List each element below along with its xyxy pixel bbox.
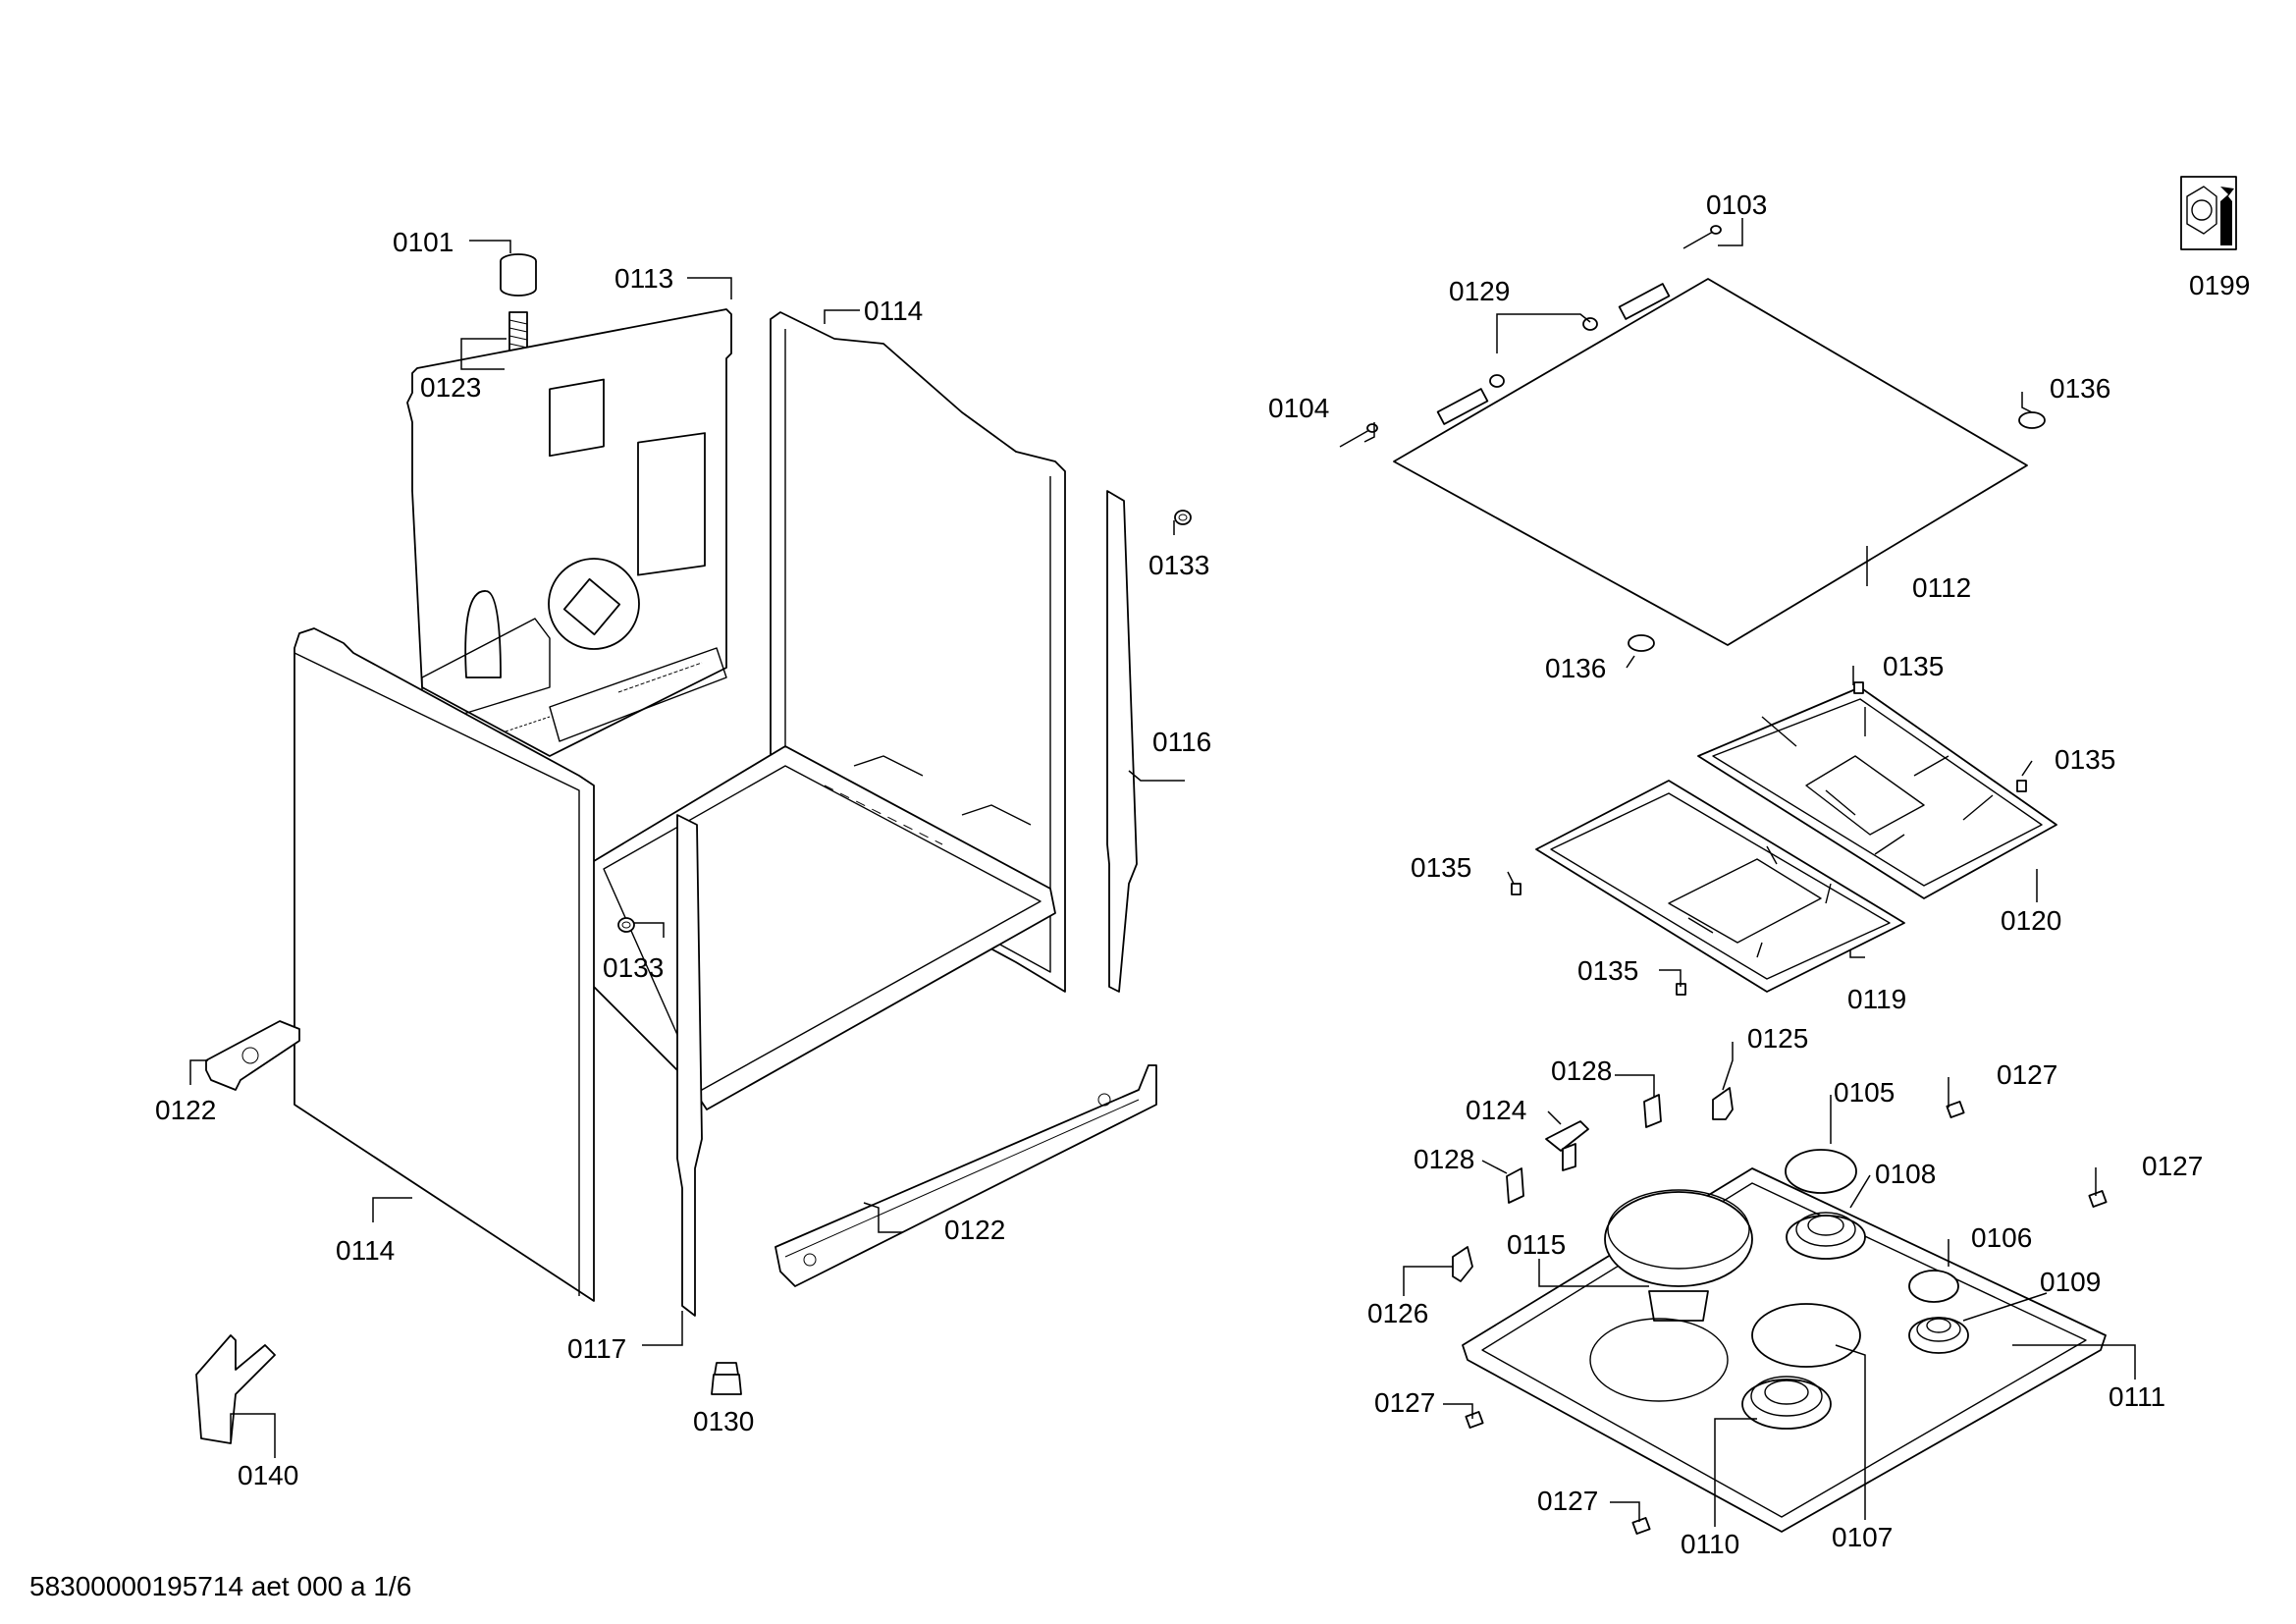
label-0112: 0112 xyxy=(1912,572,1971,603)
part-0124-holder xyxy=(1545,1120,1589,1171)
wrench-icon xyxy=(2180,176,2237,250)
label-0135d: 0135 xyxy=(1577,955,1638,986)
part-0119-pan-support-left xyxy=(1535,780,1905,993)
part-0114-left-side-panel xyxy=(294,627,595,1302)
part-0130-foot xyxy=(711,1362,742,1395)
label-0122b: 0122 xyxy=(944,1215,1005,1245)
part-0111-hob-top xyxy=(1462,1167,2107,1533)
label-0119: 0119 xyxy=(1847,984,1906,1014)
label-0135c: 0135 xyxy=(1411,852,1471,883)
label-0105: 0105 xyxy=(1834,1077,1895,1108)
footer-document-id: 58300000195714 aet 000 a 1/6 xyxy=(29,1571,411,1601)
leader-lines xyxy=(189,218,2136,1527)
part-0125-clip xyxy=(1712,1087,1734,1120)
label-0109: 0109 xyxy=(2040,1267,2101,1297)
label-0116: 0116 xyxy=(1152,727,1211,757)
part-0127-clip-c xyxy=(1465,1411,1484,1429)
label-0114b: 0114 xyxy=(336,1235,395,1266)
label-0126: 0126 xyxy=(1367,1298,1428,1328)
label-0106: 0106 xyxy=(1971,1222,2032,1253)
label-0128a: 0128 xyxy=(1551,1056,1612,1086)
label-0114a: 0114 xyxy=(864,296,923,326)
part-0136-bumper-a xyxy=(2018,411,2046,429)
label-0128b: 0128 xyxy=(1414,1144,1474,1174)
part-0127-clip-a xyxy=(1946,1101,1965,1118)
label-0123: 0123 xyxy=(420,372,481,403)
label-0122a: 0122 xyxy=(155,1095,216,1125)
part-0127-clip-b xyxy=(2088,1190,2108,1208)
label-0108: 0108 xyxy=(1875,1159,1936,1189)
label-0129: 0129 xyxy=(1449,276,1510,306)
part-0122-rail-bottom xyxy=(774,1064,1157,1287)
part-0101-cap xyxy=(500,253,537,297)
part-0120-pan-support-right xyxy=(1697,686,2057,899)
part-0116-side-strip xyxy=(1106,490,1138,993)
part-0127-clip-d xyxy=(1631,1517,1651,1535)
part-0135-foot-a xyxy=(1853,681,1864,694)
label-0133a: 0133 xyxy=(1148,550,1209,580)
part-0122-rail-left xyxy=(205,1020,300,1091)
label-0130: 0130 xyxy=(693,1406,754,1436)
part-0113-rear-panel xyxy=(406,308,732,757)
label-0135a: 0135 xyxy=(1883,651,1944,681)
part-0136-bumper-b xyxy=(1628,634,1655,652)
part-0105-burner-cap xyxy=(1785,1149,1857,1194)
part-0117-front-strip xyxy=(676,814,703,1317)
part-0103-screw xyxy=(1682,225,1722,249)
label-0107: 0107 xyxy=(1832,1522,1893,1552)
part-0133-grommet-a xyxy=(1174,510,1192,525)
label-0140: 0140 xyxy=(238,1460,298,1490)
label-0127b: 0127 xyxy=(2142,1151,2203,1181)
label-0104: 0104 xyxy=(1268,393,1329,423)
part-0128-clip-a xyxy=(1643,1094,1662,1128)
label-0115: 0115 xyxy=(1507,1229,1566,1260)
part-0128-clip-b xyxy=(1506,1167,1524,1204)
label-0127d: 0127 xyxy=(1537,1486,1598,1516)
label-0125: 0125 xyxy=(1747,1023,1808,1054)
label-0117: 0117 xyxy=(567,1333,626,1364)
label-0127a: 0127 xyxy=(1997,1059,2057,1090)
label-0110: 0110 xyxy=(1681,1529,1739,1559)
part-0104-screw xyxy=(1339,423,1378,448)
part-0126-clip xyxy=(1452,1246,1473,1282)
label-0127c: 0127 xyxy=(1374,1387,1435,1418)
part-bottom-tray xyxy=(588,745,1056,1110)
label-0120: 0120 xyxy=(2001,905,2061,936)
label-0111: 0111 xyxy=(2109,1381,2165,1412)
label-0136b: 0136 xyxy=(1545,653,1606,683)
label-0136a: 0136 xyxy=(2050,373,2110,404)
label-0103: 0103 xyxy=(1706,189,1767,220)
part-0140-bracket xyxy=(195,1334,276,1444)
part-0135-foot-b xyxy=(2016,780,2027,792)
label-0133b: 0133 xyxy=(603,952,664,983)
part-0112-glass-lid xyxy=(1393,278,2028,646)
part-0133-grommet-b xyxy=(617,917,635,933)
label-0124: 0124 xyxy=(1466,1095,1526,1125)
label-0135b: 0135 xyxy=(2055,744,2115,775)
label-0101: 0101 xyxy=(393,227,454,257)
part-0106-burner-cap xyxy=(1908,1270,1959,1303)
part-0135-foot-c xyxy=(1511,883,1522,895)
part-labels: 0101 0113 0114 0123 0133 0116 0133 0122 … xyxy=(29,189,2250,1601)
label-0113: 0113 xyxy=(614,263,673,294)
label-0199: 0199 xyxy=(2189,270,2250,300)
